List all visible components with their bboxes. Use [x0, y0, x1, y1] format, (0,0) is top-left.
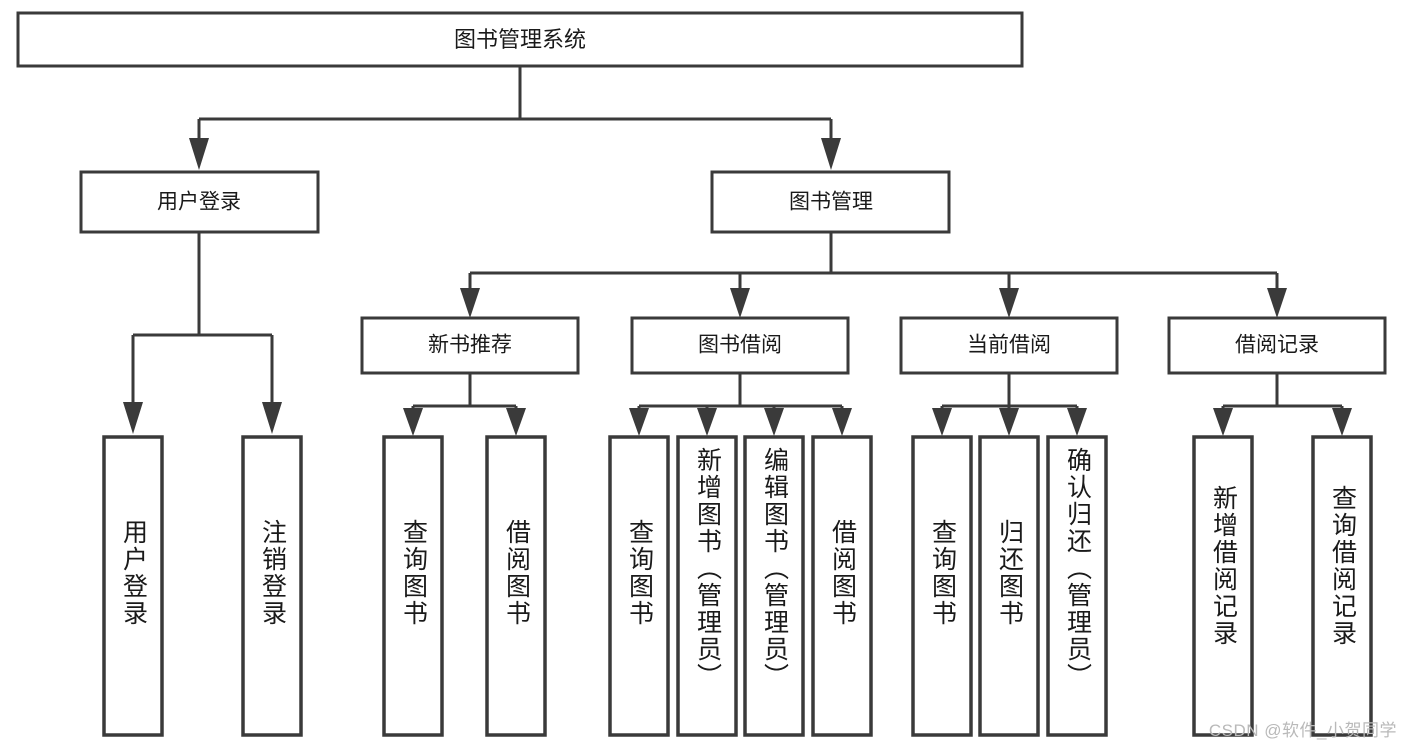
node-current-borrow-box[interactable] [899, 316, 1119, 375]
arrow-head-l3-0 [460, 288, 480, 318]
arrow-head-leaf-current-0 [932, 408, 952, 436]
node-layer: 图书管理系统 用户登录 图书管理 新书推荐 图书借阅 当前借阅 借阅记录 [16, 11, 1387, 737]
arrow-head-user-login [189, 138, 209, 170]
node-book-manage-label: 图书管理 [789, 191, 873, 214]
node-root-box[interactable] [16, 11, 1024, 68]
node-current-borrow-label: 当前借阅 [967, 334, 1051, 357]
leaf-box-book-borrow-3[interactable] [811, 435, 873, 737]
node-user-login-box[interactable] [79, 170, 320, 234]
arrow-head-leaf-borrow-1 [697, 408, 717, 436]
arrow-head-leaf-record-1 [1332, 408, 1352, 436]
arrow-head-l3-3 [1267, 288, 1287, 318]
arrow-head-leaf-current-2 [1067, 408, 1087, 436]
leaf-box-new-book-0[interactable] [382, 435, 444, 737]
arrow-head-leaf-borrow-3 [832, 408, 852, 436]
leaf-box-borrow-record-0[interactable] [1192, 435, 1254, 737]
arrow-head-leaf-user-login-0 [123, 402, 143, 434]
node-borrow-record-box[interactable] [1167, 316, 1387, 375]
node-user-login-label: 用户登录 [157, 191, 241, 214]
leaf-box-borrow-record-1[interactable] [1311, 435, 1373, 737]
node-book-borrow-box[interactable] [630, 316, 850, 375]
leaf-box-user-login-0[interactable] [102, 435, 164, 737]
node-borrow-record-label: 借阅记录 [1235, 334, 1319, 357]
arrow-head-leaf-new-book-1 [506, 408, 526, 436]
leaf-box-current-borrow-1[interactable] [978, 435, 1040, 737]
leaf-box-book-borrow-0[interactable] [608, 435, 670, 737]
arrow-head-l3-2 [999, 288, 1019, 318]
node-book-borrow-label: 图书借阅 [698, 334, 782, 357]
leaf-box-book-borrow-2[interactable] [743, 435, 805, 737]
leaf-box-new-book-1[interactable] [485, 435, 547, 737]
node-root-label: 图书管理系统 [454, 27, 586, 52]
arrow-head-leaf-borrow-2 [764, 408, 784, 436]
node-book-manage-box[interactable] [710, 170, 951, 234]
leaf-box-current-borrow-2[interactable] [1046, 435, 1108, 737]
arrow-head-leaf-current-1 [999, 408, 1019, 436]
arrow-head-leaf-user-login-1 [262, 402, 282, 434]
leaf-box-book-borrow-1[interactable] [676, 435, 738, 737]
arrow-head-l3-1 [730, 288, 750, 318]
arrow-head-leaf-new-book-0 [403, 408, 423, 436]
leaf-box-user-login-1[interactable] [241, 435, 303, 737]
arrow-head-book-manage [821, 138, 841, 170]
node-new-book-recommend-label: 新书推荐 [428, 334, 512, 357]
arrow-head-leaf-borrow-0 [629, 408, 649, 436]
connector-layer [123, 66, 1352, 436]
arrow-head-leaf-record-0 [1213, 408, 1233, 436]
leaf-box-current-borrow-0[interactable] [911, 435, 973, 737]
csdn-watermark: CSDN @软件_小贺同学 [1208, 721, 1397, 740]
node-new-book-recommend-box[interactable] [360, 316, 580, 375]
